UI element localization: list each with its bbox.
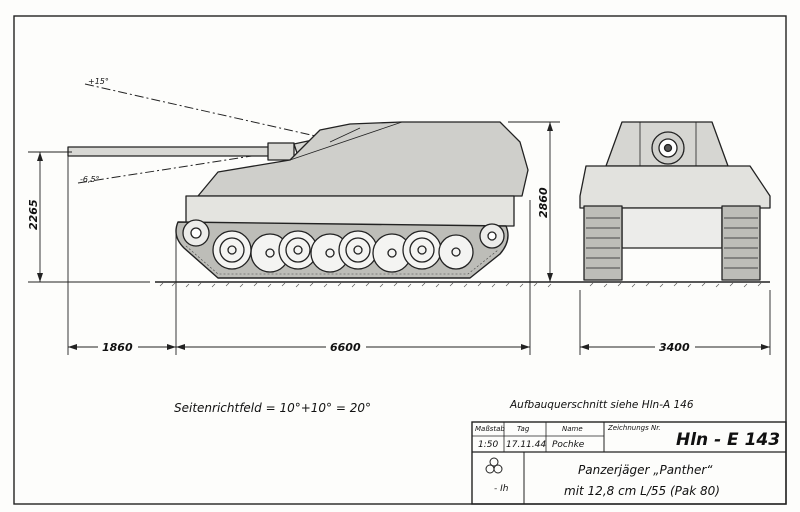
- front-tracks: [583, 205, 761, 281]
- front-view: [579, 121, 771, 281]
- superstructure: [197, 121, 529, 197]
- dimension-hull-height: 2265: [27, 199, 40, 230]
- maker-emblem-icon: [485, 457, 503, 474]
- date-label: Tag: [517, 425, 530, 433]
- depression-angle-label: -6,5°: [80, 175, 100, 184]
- dimension-hull-length: 6600: [330, 341, 361, 354]
- dimension-width: 3400: [659, 341, 690, 354]
- elevation-angle-label: +15°: [88, 77, 109, 86]
- initials: - Ih: [494, 484, 509, 494]
- dimension-arrows: [37, 122, 770, 350]
- scale-value: 1:50: [478, 440, 498, 450]
- name-label: Name: [562, 425, 583, 433]
- ground-line: [155, 281, 770, 288]
- drawing-number-label: Zeichnungs Nr.: [607, 424, 661, 432]
- gun-mantlet: [651, 131, 685, 165]
- hull: [185, 195, 515, 227]
- road-wheels: [212, 230, 474, 273]
- date-value: 17.11.44: [506, 440, 546, 450]
- sheet-border: [13, 15, 787, 505]
- dimension-label-backgrounds: [98, 340, 695, 354]
- side-view: [67, 121, 529, 279]
- traverse-note: Seitenrichtfeld = 10°+10° = 20°: [174, 401, 371, 415]
- dimension-overall-height: 2860: [537, 187, 550, 218]
- front-lower-hull: [621, 207, 723, 249]
- description-line-2: mit 12,8 cm L/55 (Pak 80): [564, 484, 720, 498]
- title-block: [471, 421, 787, 505]
- name-value: Pochke: [552, 440, 585, 450]
- front-hull: [579, 165, 771, 209]
- reference-note: Aufbauquerschnitt siehe Hln-A 146: [509, 399, 694, 411]
- drawing-number: Hln - E 143: [676, 430, 780, 450]
- scale-label: Maßstab: [475, 425, 505, 433]
- description-line-1: Panzerjäger „Panther“: [578, 463, 713, 477]
- dimension-front-overhang: 1860: [102, 341, 133, 354]
- dimension-lines: [28, 121, 771, 355]
